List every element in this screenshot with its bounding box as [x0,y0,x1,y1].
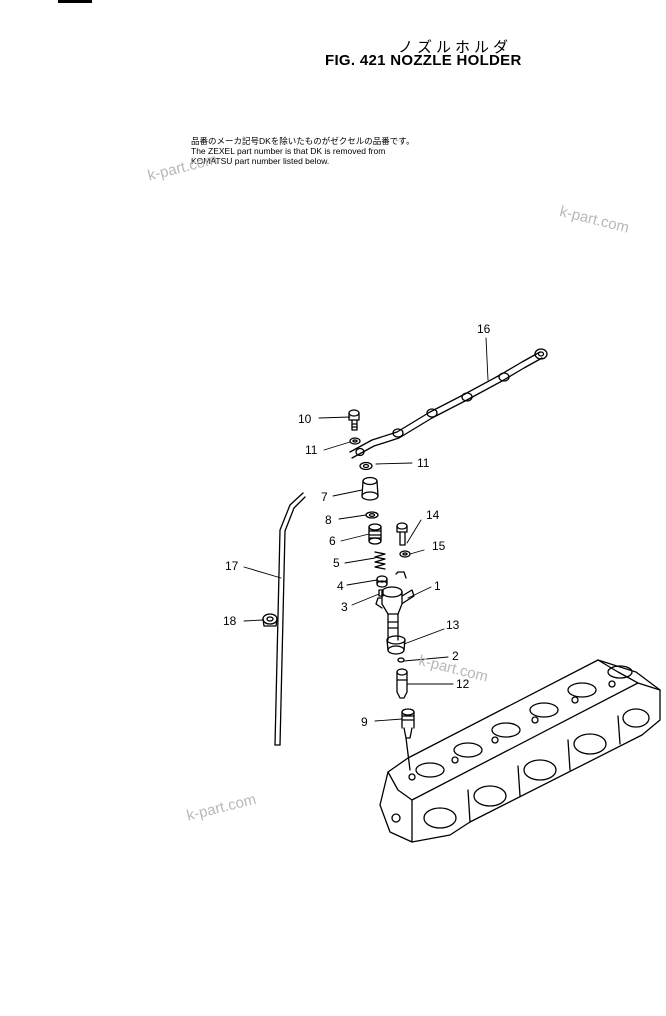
part-8-gasket [365,511,379,519]
callout-8: 8 [325,513,332,527]
callout-13: 13 [446,618,460,632]
part-14-bolt [396,522,408,546]
note-line-3: KOMATSU part number listed below. [191,156,330,166]
part-13-retaining-nut [386,635,406,655]
part-2-pin [397,657,405,663]
part-16-leak-off-pipe [349,348,548,459]
title-japanese: ノズルホルダ [398,38,513,56]
callout-17: 17 [225,559,239,573]
corner-mark [58,0,92,3]
part-10-bolt [348,409,360,431]
callout-3: 3 [341,600,348,614]
callout-15: 15 [432,539,446,553]
callout-16: 16 [477,322,491,336]
part-5-spring [374,551,386,570]
part-11-washer-upper [349,437,361,445]
part-4-spacer [376,575,388,588]
callout-14: 14 [426,508,440,522]
part-12-nozzle [396,668,408,699]
callout-11-lower: 11 [417,456,430,470]
note-line-japanese: 品番のメーカ記号DKを除いたものがゼクセルの品番です。 [191,136,415,146]
part-3-pin [378,589,384,597]
part-7-cap-nut [361,476,379,501]
callout-10: 10 [298,412,312,426]
callout-2: 2 [452,649,459,663]
callout-4: 4 [337,579,344,593]
note-line-2: The ZEXEL part number is that DK is remo… [191,146,386,156]
part-11-washer-lower [359,461,373,471]
callout-9: 9 [361,715,368,729]
callout-5: 5 [333,556,340,570]
part-6-retainer [368,523,382,545]
part-17-rod [274,492,306,746]
callout-12: 12 [456,677,470,691]
callout-1: 1 [434,579,441,593]
figure-title: FIG. 421 NOZZLE HOLDER [325,52,522,69]
callout-6: 6 [329,534,336,548]
leader-lines [243,337,489,722]
callout-7: 7 [321,490,328,504]
part-15-washer [399,550,411,558]
cylinder-head [379,659,661,843]
part-9-sleeve [401,708,415,771]
callout-18: 18 [223,614,237,628]
part-18-nut [262,613,278,627]
callout-11-upper: 11 [305,443,318,457]
